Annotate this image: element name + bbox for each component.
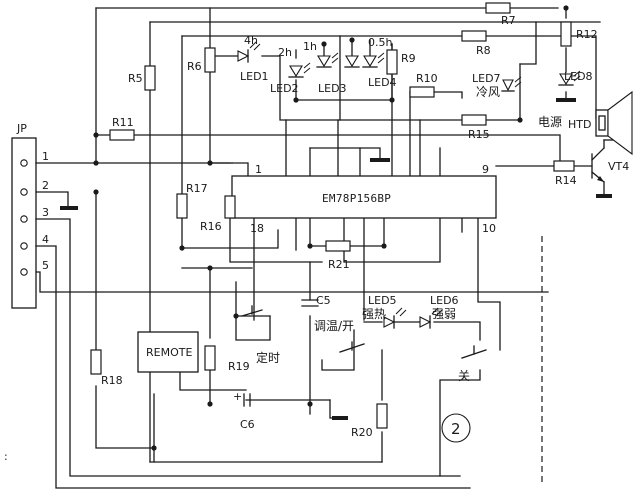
resistor-r11 <box>109 129 135 141</box>
r21-label: R21 <box>328 258 350 271</box>
jp-label: JP <box>16 122 27 135</box>
jp-pin-1-label: 1 <box>42 150 49 163</box>
led-time-0.5h: 0.5h <box>368 36 392 49</box>
led5-label: LED5 <box>368 294 397 307</box>
label-strong-weak: 强弱 <box>432 307 456 321</box>
r8-label: R8 <box>476 44 491 57</box>
resistor-r20 <box>376 403 388 429</box>
led-time-2h: 2h <box>278 46 292 59</box>
led-symbols <box>237 41 581 329</box>
circle-number: 2 <box>451 420 461 438</box>
jp-pins <box>20 159 28 276</box>
led5-symbol <box>383 316 396 328</box>
resistor-r18 <box>90 349 102 375</box>
jp-pin-2 <box>20 188 28 196</box>
htd-label: HTD <box>568 118 591 131</box>
resistor-r19 <box>204 345 216 371</box>
r14-label: R14 <box>555 174 577 187</box>
r20-label: R20 <box>351 426 373 439</box>
led1-label: LED1 <box>240 70 269 83</box>
led-time-1h: 1h <box>303 40 317 53</box>
capacitor-c6: + <box>233 390 251 407</box>
resistor-r6 <box>204 47 216 73</box>
r16-label: R16 <box>200 220 222 233</box>
resistor-r14 <box>553 160 575 172</box>
junction-dots <box>93 5 569 451</box>
label-strong-heat: 强热 <box>362 307 386 321</box>
edge-mark: : <box>4 450 8 463</box>
resistor-r5 <box>144 65 156 91</box>
ic-pin-18: 18 <box>250 222 264 235</box>
led1-symbol <box>237 50 250 62</box>
remote-label: REMOTE <box>146 346 192 359</box>
resistor-symbols <box>90 2 575 429</box>
r11-label: R11 <box>112 116 134 129</box>
r10-label: R10 <box>416 72 438 85</box>
led2-symbol <box>289 65 303 78</box>
r15-label: R15 <box>468 128 490 141</box>
wires <box>35 7 621 489</box>
resistor-r12 <box>560 21 572 47</box>
jp-pin-5-label: 5 <box>42 259 49 272</box>
jp-pin-4-label: 4 <box>42 233 49 246</box>
label-temp-open: 调温/开 <box>314 319 354 333</box>
c6-label: C6 <box>240 418 255 431</box>
ic-pin-10: 10 <box>482 222 496 235</box>
capacitor-c5 <box>301 299 319 307</box>
led2-label: LED2 <box>270 82 299 95</box>
ic-pin-9: 9 <box>482 163 489 176</box>
r6-label: R6 <box>187 60 202 73</box>
c6-plus-sign: + <box>233 390 242 403</box>
led6-label: LED6 <box>430 294 459 307</box>
led7-symbol <box>502 79 514 92</box>
jp-pin-2-label: 2 <box>42 179 49 192</box>
jp-pin-1 <box>20 159 28 167</box>
led4-label: LED4 <box>368 76 397 89</box>
vt4-label: VT4 <box>608 160 629 173</box>
transistor-vt4 <box>591 147 605 183</box>
resistor-r9 <box>386 49 398 75</box>
led7-label: LED7 <box>472 72 501 85</box>
r18-label: R18 <box>101 374 123 387</box>
led4-extra-symbol <box>363 55 377 68</box>
led6-symbol <box>419 316 432 328</box>
jp-pin-3-label: 3 <box>42 206 49 219</box>
switches <box>235 305 487 359</box>
label-cold-wind: 冷风 <box>476 85 500 99</box>
ic-pin-1: 1 <box>255 163 262 176</box>
led4-symbol <box>345 55 359 68</box>
resistor-r15 <box>461 114 487 126</box>
r9-label: R9 <box>401 52 416 65</box>
ic-label: EM78P156BP <box>322 192 391 205</box>
r19-label: R19 <box>228 360 250 373</box>
jp-pin-5 <box>20 268 28 276</box>
r7-label: R7 <box>501 14 516 27</box>
r17-label: R17 <box>186 182 208 195</box>
led-time-4h: 4h <box>244 34 258 47</box>
led3-label: LED3 <box>318 82 347 95</box>
ic-em78p156bp <box>231 175 497 219</box>
led8-symbol <box>559 73 573 86</box>
label-power: 电源 <box>538 115 562 129</box>
resistor-r16 <box>224 195 236 219</box>
jp-pin-3 <box>20 215 28 223</box>
r5-label: R5 <box>128 72 143 85</box>
buzzer-htd <box>595 90 633 156</box>
resistor-r21 <box>325 240 351 252</box>
led8-label: LED8 <box>564 70 593 83</box>
led3-symbol <box>317 55 331 68</box>
circle-number-badge <box>441 413 471 443</box>
label-timer: 定时 <box>256 350 280 365</box>
r12-label: R12 <box>576 28 598 41</box>
jp-pin-4 <box>20 242 28 250</box>
ground-symbols <box>60 98 612 420</box>
remote-module <box>137 331 199 373</box>
resistor-r8 <box>461 30 487 42</box>
c5-label: C5 <box>316 294 331 307</box>
resistor-r17 <box>176 193 188 219</box>
resistor-r10 <box>409 86 435 98</box>
resistor-r7 <box>485 2 511 14</box>
label-off: 关 <box>458 369 470 383</box>
